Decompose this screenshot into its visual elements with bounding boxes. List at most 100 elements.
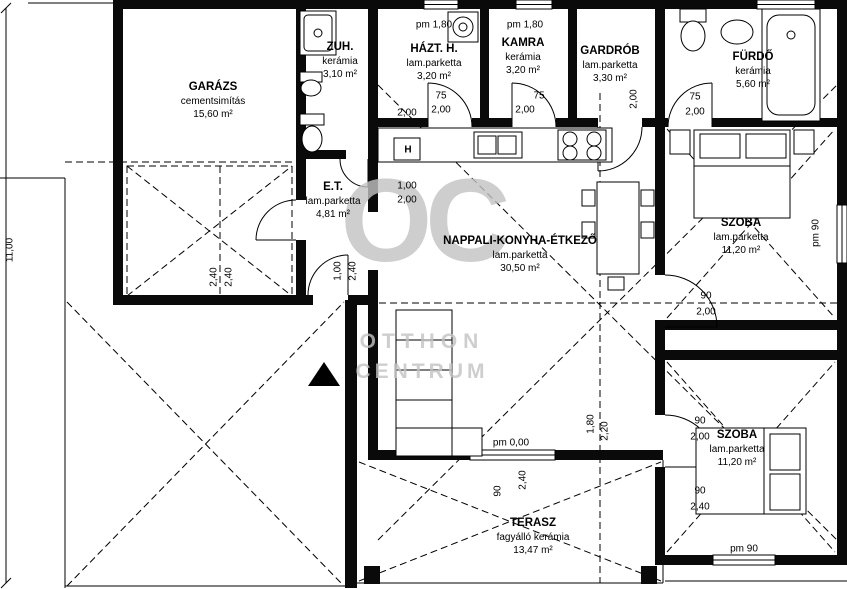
room-area: 5,60 m² bbox=[736, 78, 770, 90]
dim-furdo-door-w: 75 bbox=[689, 91, 701, 103]
room-area: 30,50 m² bbox=[500, 262, 540, 274]
room-finish: lam.parketta bbox=[492, 249, 548, 261]
small-basin-icon bbox=[299, 71, 323, 97]
zuh-door bbox=[339, 158, 369, 188]
room-label-gardrob: GARDRÓB lam.parketta 3,30 m² bbox=[580, 44, 639, 85]
sink-icon bbox=[473, 131, 523, 159]
dim-terasz-2: 2,20 bbox=[599, 421, 611, 441]
dim-terasz-1: 1,80 bbox=[585, 414, 597, 434]
dim-gardrob-door-h: 2,00 bbox=[628, 89, 640, 109]
room-area: 15,60 m² bbox=[193, 108, 233, 120]
room-label-szoba2: SZOBA lam.parketta 11,20 m² bbox=[709, 428, 764, 469]
room-area: 3,10 m² bbox=[323, 68, 357, 80]
room-name: FÜRDŐ bbox=[732, 51, 774, 63]
room-area: 3,20 m² bbox=[417, 70, 451, 82]
room-name: HÁZT. H. bbox=[410, 43, 458, 55]
szoba1-window bbox=[836, 204, 847, 264]
room-name: GARÁZS bbox=[188, 81, 238, 93]
dim-szoba1-door-h: 2,00 bbox=[696, 306, 716, 318]
dim-szoba1-window-pm: pm 90 bbox=[810, 219, 822, 247]
room-finish: kerámia bbox=[322, 55, 358, 67]
room-label-nappali: NAPPALI-KONYHA-ÉTKEZŐ lam.parketta 30,50… bbox=[443, 234, 597, 275]
dim-szoba2-window-h: 2,40 bbox=[690, 501, 710, 513]
room-area: 13,47 m² bbox=[513, 544, 553, 556]
washing-machine-icon bbox=[447, 11, 479, 43]
entrance-arrow-icon bbox=[308, 362, 340, 386]
bed-1 bbox=[669, 129, 815, 219]
bathroom-fixtures bbox=[679, 8, 821, 122]
dim-hazt-door-w: 75 bbox=[435, 90, 447, 102]
bed-2 bbox=[695, 427, 807, 515]
room-finish: lam.parketta bbox=[305, 195, 361, 207]
room-label-eloter: E.T. lam.parketta 4,81 m² bbox=[305, 180, 360, 221]
dim-kamra-window-pm: pm 1,80 bbox=[506, 19, 544, 31]
stove-icon bbox=[557, 129, 607, 161]
room-finish: lam.parketta bbox=[582, 59, 638, 71]
kitchen-counter bbox=[377, 127, 613, 163]
sofa bbox=[395, 309, 483, 457]
dim-terasz-door-w: 90 bbox=[492, 485, 504, 497]
dim-entry-width: 1,00 bbox=[332, 261, 344, 281]
room-name: NAPPALI-KONYHA-ÉTKEZŐ bbox=[443, 235, 597, 247]
fridge-box bbox=[393, 137, 421, 161]
bathtub-icon bbox=[761, 8, 821, 122]
dim-kamra-door-h: 2,00 bbox=[515, 104, 535, 116]
garage-door bbox=[255, 199, 297, 241]
room-area: 3,20 m² bbox=[506, 64, 540, 76]
room-finish: lam.parketta bbox=[709, 443, 765, 455]
room-name: E.T. bbox=[323, 181, 343, 193]
kamra-door bbox=[511, 82, 557, 128]
windows bbox=[423, 0, 847, 566]
szoba2-window bbox=[712, 554, 776, 566]
room-name: KAMRA bbox=[501, 37, 545, 49]
toilet-icon-2 bbox=[299, 113, 325, 153]
room-finish: fagyálló kerámia bbox=[496, 531, 570, 543]
room-label-kamra: KAMRA kerámia 3,20 m² bbox=[502, 36, 545, 77]
room-finish: cementsimítás bbox=[180, 95, 246, 107]
dim-szoba1-door-w: 90 bbox=[700, 290, 712, 302]
roof-dashed-lines bbox=[65, 84, 838, 587]
room-label-furdo: FÜRDŐ kerámia 5,60 m² bbox=[733, 50, 774, 91]
shower-room-fixtures bbox=[299, 10, 337, 153]
hazt-window bbox=[423, 0, 459, 10]
dim-hazt-door-h: 2,00 bbox=[431, 104, 451, 116]
furdo-door bbox=[667, 82, 713, 128]
room-finish: kerámia bbox=[505, 51, 541, 63]
shower-icon bbox=[299, 10, 337, 56]
dim-garage-2: 2,40 bbox=[223, 267, 235, 287]
dim-total-height: 11,00 bbox=[4, 237, 16, 263]
dim-et-opening-w: 1,00 bbox=[397, 180, 417, 192]
room-name: ZUH. bbox=[326, 41, 354, 53]
room-label-hazt: HÁZT. H. lam.parketta 3,20 m² bbox=[406, 42, 461, 83]
furdo-window bbox=[756, 0, 816, 10]
dim-kitchen-opening: 2,00 bbox=[397, 107, 417, 119]
dim-et-opening-h: 2,00 bbox=[397, 194, 417, 206]
dim-hazt-window-pm: pm 1,80 bbox=[415, 19, 453, 31]
dim-szoba2-window-pm: pm 90 bbox=[730, 543, 758, 555]
fridge-label: H bbox=[404, 144, 412, 156]
szoba1-door bbox=[664, 274, 718, 328]
room-finish: kerámia bbox=[735, 65, 771, 77]
hazt-door bbox=[427, 82, 473, 128]
room-name: GARDRÓB bbox=[580, 45, 640, 57]
room-finish: lam.parketta bbox=[406, 57, 462, 69]
dim-terasz-door-pm: pm 0,00 bbox=[492, 437, 530, 449]
room-area: 3,30 m² bbox=[593, 72, 627, 84]
dim-entry-height: 2,40 bbox=[347, 261, 359, 281]
dim-kamra-door-w: 75 bbox=[533, 90, 545, 102]
dim-garage-1: 2,40 bbox=[208, 267, 220, 287]
dim-szoba2-door-h: 2,00 bbox=[690, 431, 710, 443]
room-label-terasz: TERASZ fagyálló kerámia 13,47 m² bbox=[497, 516, 570, 557]
room-area: 11,20 m² bbox=[721, 244, 761, 256]
dim-furdo-door-h: 2,00 bbox=[685, 106, 705, 118]
room-label-szoba1: SZOBA lam.parketta 11,20 m² bbox=[713, 216, 768, 257]
room-name: SZOBA bbox=[716, 429, 758, 441]
kamra-window bbox=[515, 0, 553, 10]
terasz-door-window bbox=[469, 449, 556, 461]
front-door bbox=[307, 254, 349, 296]
room-name: SZOBA bbox=[720, 217, 762, 229]
dining-table bbox=[581, 181, 655, 291]
room-finish: lam.parketta bbox=[713, 231, 769, 243]
